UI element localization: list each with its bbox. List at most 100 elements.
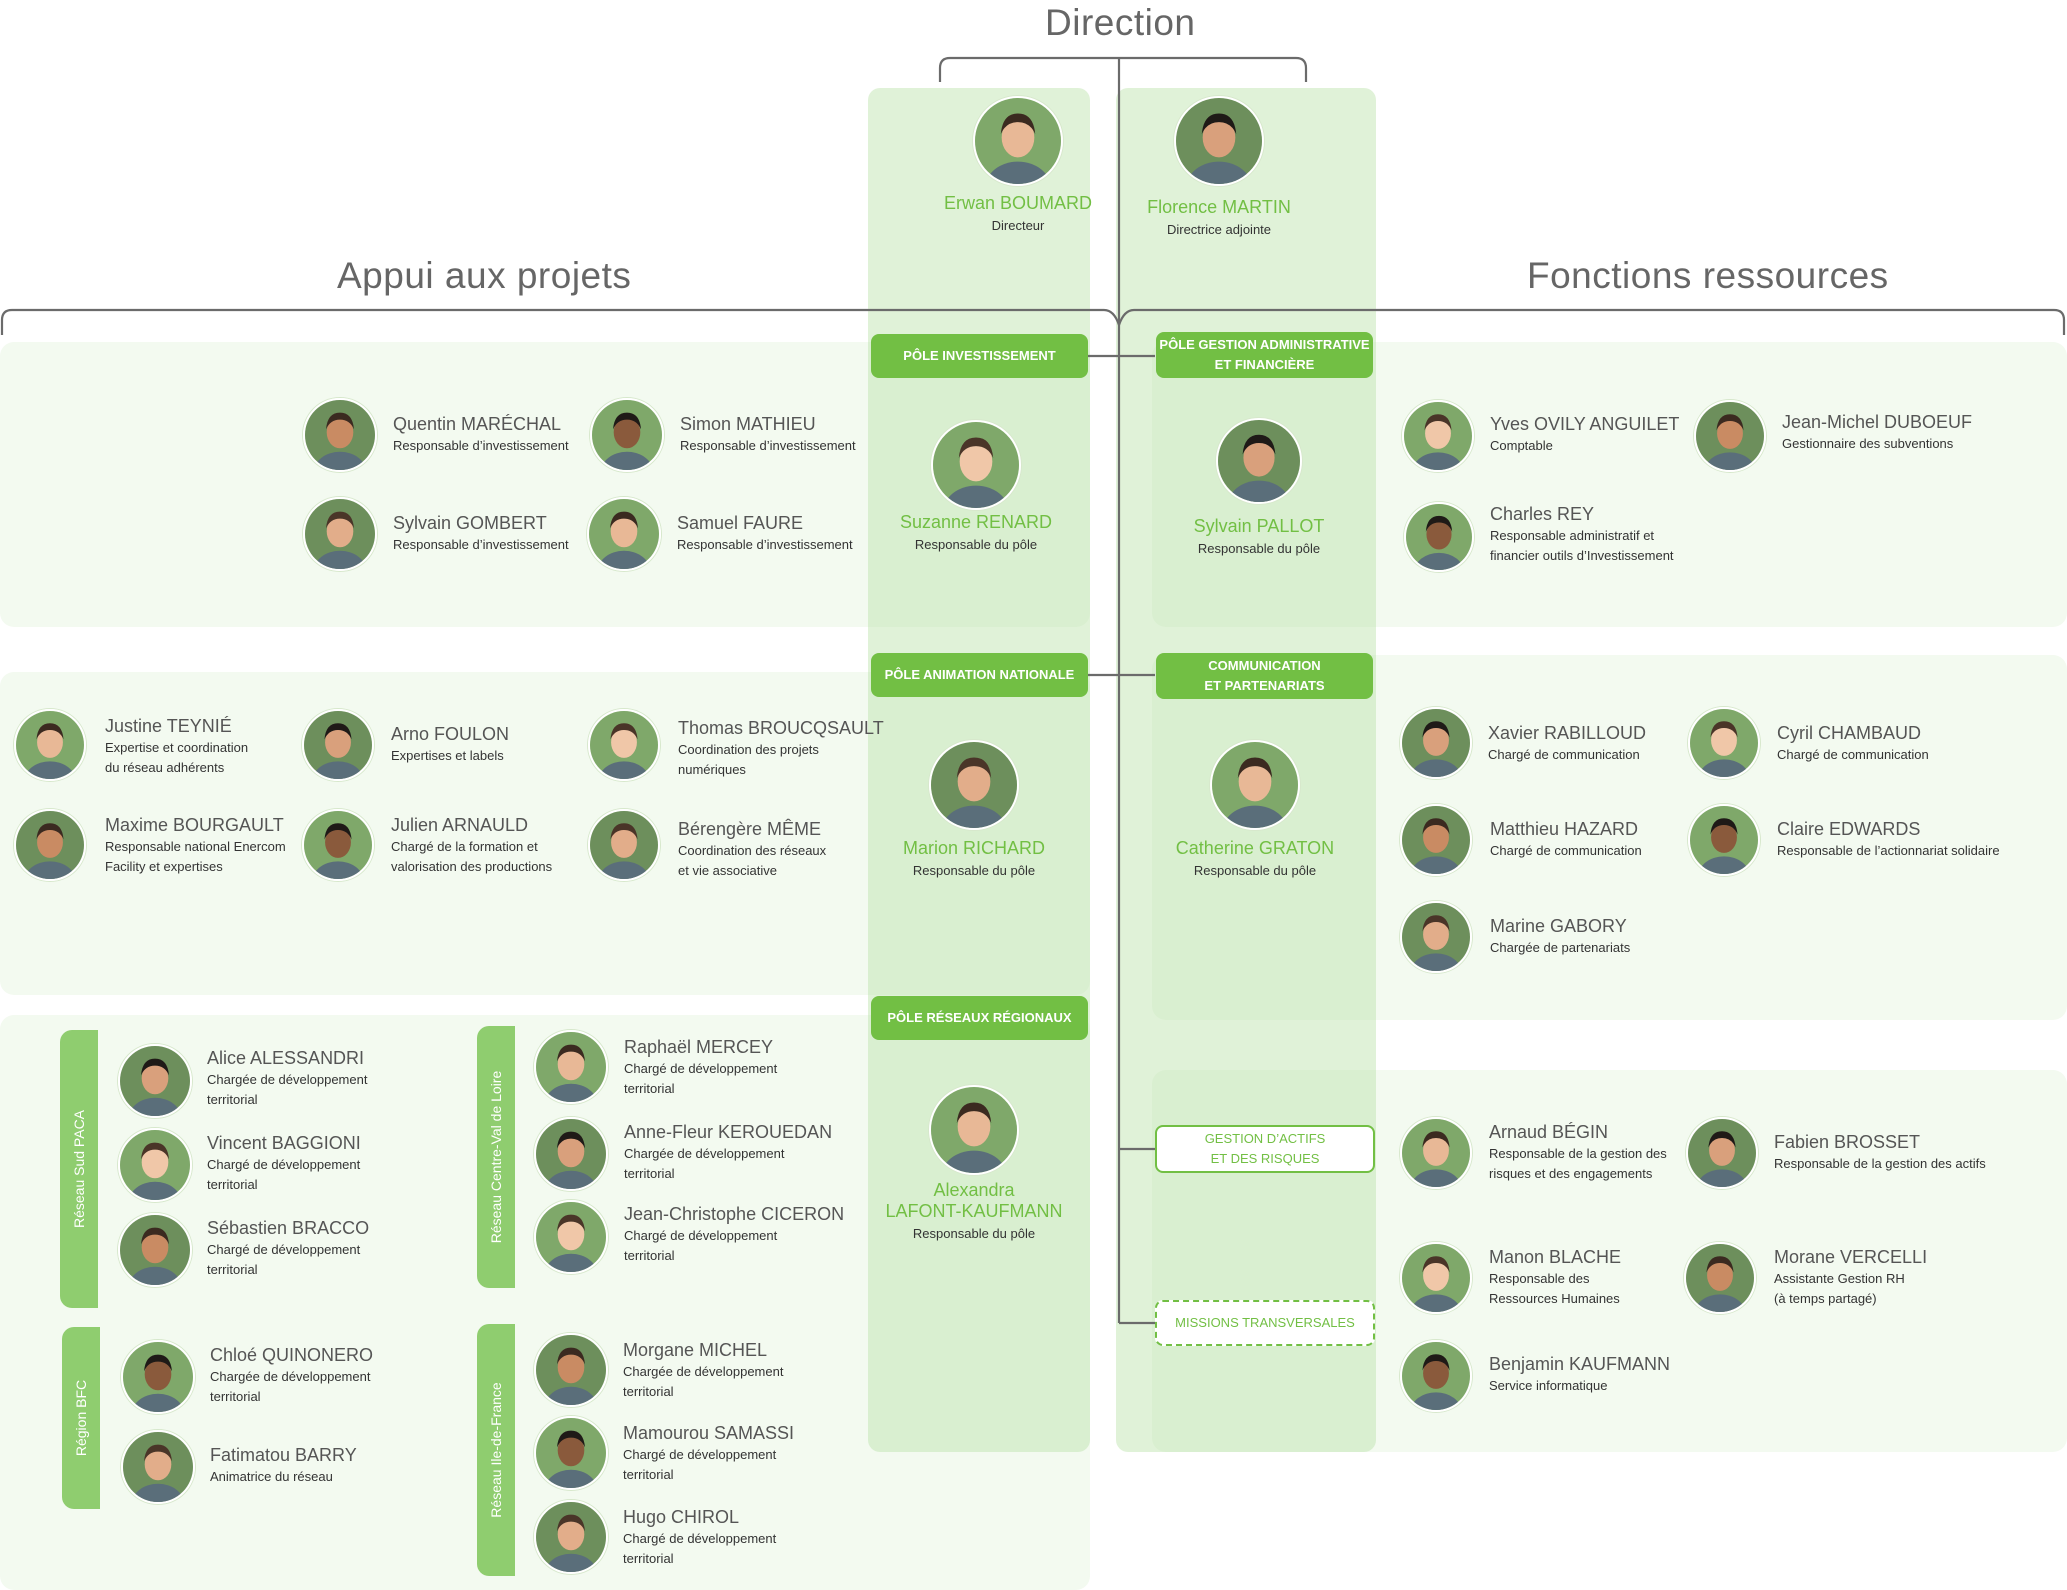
avatar: [1684, 1242, 1756, 1314]
avatar: [1400, 901, 1472, 973]
person-role: Coordination des réseaux: [678, 843, 827, 858]
avatar: [929, 740, 1019, 830]
avatar: [14, 709, 86, 781]
avatar: [534, 1200, 608, 1274]
avatar: [302, 709, 374, 781]
avatar: [1210, 740, 1300, 830]
person-role: Responsable des: [1489, 1271, 1590, 1286]
avatar: [534, 1500, 608, 1574]
region-tab-ile-de-france: Réseau Ile-de-France: [477, 1324, 515, 1576]
person-role: Chargé de la formation et: [391, 839, 538, 854]
person-role: territorial: [624, 1248, 675, 1263]
person-role: Chargée de développement: [623, 1364, 784, 1379]
pole-actifs-label-line2: ET DES RISQUES: [1210, 1151, 1320, 1166]
region-tab-bfc: Région BFC: [62, 1327, 100, 1509]
avatar: [1400, 707, 1472, 779]
person-name: Maxime BOURGAULT: [105, 815, 284, 835]
person-role: Expertise et coordination: [105, 740, 249, 755]
person-role: Responsable d’investissement: [677, 537, 853, 552]
person-name: Yves OVILY ANGUILET: [1490, 414, 1680, 434]
person-role: numériques: [678, 762, 746, 777]
person-role: Animatrice du réseau: [210, 1469, 333, 1484]
avatar: [1216, 418, 1302, 504]
lead-name: Catherine GRATON: [1175, 838, 1335, 858]
avatar: [1400, 1340, 1472, 1412]
avatar: [14, 809, 86, 881]
person-role: Chargé de développement: [207, 1242, 361, 1257]
person-role: Coordination des projets: [678, 742, 819, 757]
pole-actifs-label-line1: GESTION D’ACTIFS: [1204, 1130, 1326, 1146]
avatar: [118, 1213, 192, 1287]
person-role: territorial: [624, 1166, 675, 1181]
person-name: Bérengère MÊME: [678, 819, 822, 839]
person-role: Chargée de développement: [210, 1369, 371, 1384]
person-name: Justine TEYNIÉ: [105, 716, 232, 736]
person-name: Vincent BAGGIONI: [207, 1133, 361, 1153]
person-name: Raphaël MERCEY: [624, 1037, 774, 1057]
person-role: Chargée de partenariats: [1490, 940, 1631, 955]
avatar: [534, 1117, 608, 1191]
lead-name: Alexandra: [933, 1180, 1015, 1200]
person-role: territorial: [623, 1467, 674, 1482]
person-role: Comptable: [1490, 438, 1553, 453]
avatar: [1688, 707, 1760, 779]
person-name: Alice ALESSANDRI: [207, 1048, 365, 1068]
person-role: Chargée de développement: [207, 1072, 368, 1087]
person-role: et vie associative: [678, 863, 777, 878]
person-name: Claire EDWARDS: [1777, 819, 1921, 839]
person-role: territorial: [623, 1384, 674, 1399]
avatar: [973, 96, 1063, 186]
person-role: financier outils d’Investissement: [1490, 548, 1674, 563]
person-role: Chargée de développement: [624, 1146, 785, 1161]
pole-gestion-label: PÔLE GESTION ADMINISTRATIVE ET FINANCIÈR…: [1156, 332, 1373, 378]
person-role: Service informatique: [1489, 1378, 1608, 1393]
person-role: (à temps partagé): [1774, 1291, 1877, 1306]
person-role: Responsable d’investissement: [393, 438, 569, 453]
person-role: territorial: [623, 1551, 674, 1566]
person-name: Arno FOULON: [391, 724, 510, 744]
avatar: [534, 1333, 608, 1407]
person-role: Chargé de communication: [1488, 747, 1640, 762]
title-fonctions-ressources: Fonctions ressources: [1527, 255, 1889, 296]
person-role: du réseau adhérents: [105, 760, 225, 775]
avatar: [121, 1340, 195, 1414]
pole-communication-label: COMMUNICATION ET PARTENARIATS: [1156, 653, 1373, 699]
lead-role: Responsable du pôle: [912, 863, 1036, 878]
person-role: territorial: [624, 1081, 675, 1096]
person-name: Manon BLACHE: [1489, 1247, 1622, 1267]
person-role: Responsable national Enercom: [105, 839, 286, 854]
avatar: [302, 809, 374, 881]
person-name: Charles REY: [1490, 504, 1595, 524]
title-appui-aux-projets: Appui aux projets: [337, 255, 632, 296]
person-role: Chargé de développement: [623, 1531, 777, 1546]
person-name: Fabien BROSSET: [1774, 1132, 1921, 1152]
person-role: Chargé de développement: [624, 1228, 778, 1243]
person-role: Responsable de la gestion des actifs: [1774, 1156, 1986, 1171]
person-name: Xavier RABILLOUD: [1488, 723, 1647, 743]
avatar: [1694, 400, 1766, 472]
avatar: [303, 497, 377, 571]
avatar: [1686, 1117, 1758, 1189]
panel-animation-members: [0, 672, 1090, 995]
avatar: [1174, 96, 1264, 186]
lead-role: Directrice adjointe: [1166, 222, 1272, 237]
person-name: Marine GABORY: [1490, 916, 1627, 936]
pole-animation-label: PÔLE ANIMATION NATIONALE: [871, 653, 1088, 697]
pole-communication-label-line1: COMMUNICATION: [1208, 657, 1321, 673]
lead-role: Responsable du pôle: [1193, 863, 1317, 878]
avatar: [1400, 804, 1472, 876]
person-name: Sylvain GOMBERT: [393, 513, 547, 533]
avatar: [1400, 1117, 1472, 1189]
avatar: [303, 398, 377, 472]
person-name: Morgane MICHEL: [623, 1340, 768, 1360]
person-name: Cyril CHAMBAUD: [1777, 723, 1921, 743]
person-name: Anne-Fleur KEROUEDAN: [624, 1122, 833, 1142]
lead-role: Responsable du pôle: [1197, 541, 1321, 556]
avatar: [118, 1044, 192, 1118]
lead-name: Florence MARTIN: [1147, 197, 1291, 217]
lead-role: Responsable du pôle: [914, 537, 1038, 552]
person-role: Ressources Humaines: [1489, 1291, 1620, 1306]
pole-gestion-label-line1: PÔLE GESTION ADMINISTRATIVE: [1159, 336, 1370, 352]
pole-actifs-label: GESTION D’ACTIFS ET DES RISQUES: [1155, 1125, 1375, 1173]
person-role: Chargé de communication: [1490, 843, 1642, 858]
